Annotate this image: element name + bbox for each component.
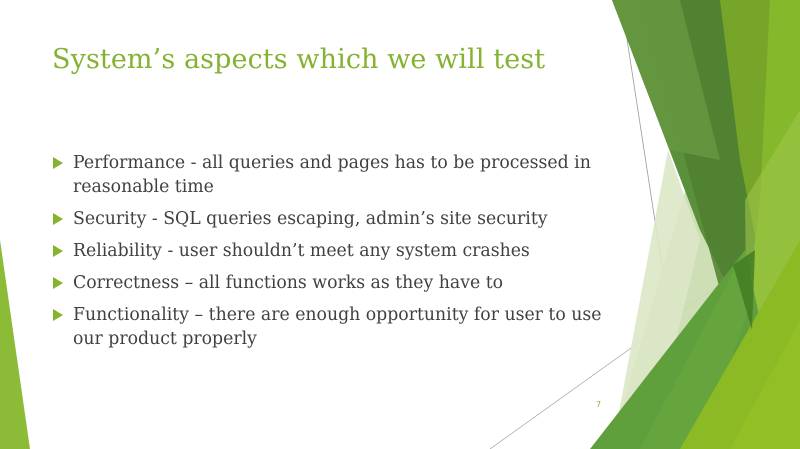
triangle-right-icon [53, 157, 63, 169]
bullet-text: Performance - all queries and pages has … [73, 153, 591, 197]
bullet-text: Reliability - user shouldn’t meet any sy… [73, 241, 530, 261]
slide-title: System’s aspects which we will test [52, 44, 546, 75]
bullet-item-correctness: Correctness – all functions works as the… [52, 271, 612, 295]
triangle-right-icon [53, 309, 63, 321]
bullet-item-security: Security - SQL queries escaping, admin’s… [52, 207, 612, 231]
triangle-right-icon [53, 277, 63, 289]
bullet-list: Performance - all queries and pages has … [52, 151, 612, 359]
bullet-item-reliability: Reliability - user shouldn’t meet any sy… [52, 239, 612, 263]
slide-number: 7 [596, 400, 602, 409]
bullet-item-performance: Performance - all queries and pages has … [52, 151, 612, 199]
triangle-right-icon [53, 213, 63, 225]
bullet-text: Security - SQL queries escaping, admin’s… [73, 209, 548, 229]
bullet-item-functionality: Functionality – there are enough opportu… [52, 303, 612, 351]
bullet-text: Functionality – there are enough opportu… [73, 305, 602, 349]
triangle-right-icon [53, 245, 63, 257]
bullet-text: Correctness – all functions works as the… [73, 273, 504, 293]
